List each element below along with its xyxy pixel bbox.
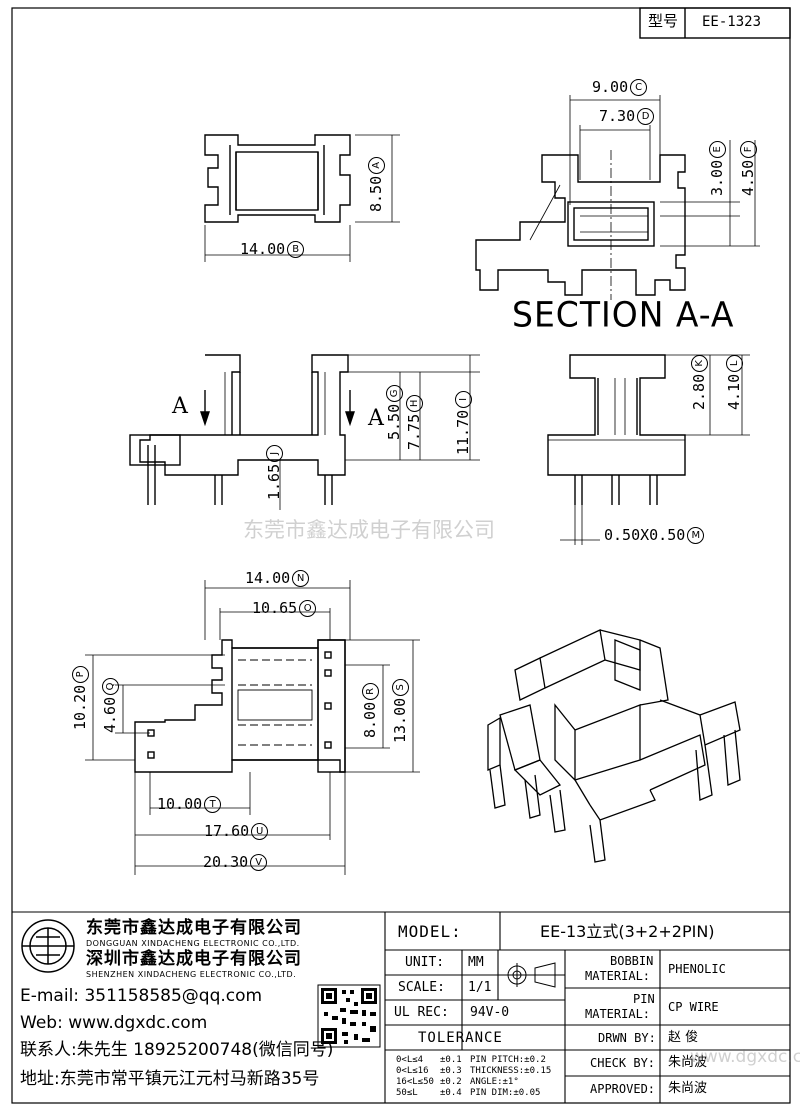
dim-e: 3.00E (708, 140, 726, 196)
dim-k: 2.80K (690, 354, 708, 410)
dim-p: 10.20P (71, 665, 89, 730)
tb-ul-label: UL REC: (394, 1005, 449, 1020)
dim-l: 4.10L (725, 354, 743, 410)
tb-ul-value: 94V-0 (470, 1005, 510, 1020)
top-view (204, 134, 400, 262)
tb-tolerance-label: TOLERANCE (418, 1030, 503, 1046)
company-name-dg: 东莞市鑫达成电子有限公司 (86, 918, 302, 938)
tb-approved-value: 朱尚波 (668, 1081, 708, 1096)
dim-f: 4.50F (739, 140, 757, 196)
dim-a: 8.50A (367, 156, 385, 212)
tb-unit-value: MM (468, 955, 484, 970)
tb-bobbin-label-2: MATERIAL: (585, 969, 651, 983)
address-row: 地址:东莞市常平镇元江元村马新路35号 (20, 1069, 320, 1089)
company-name-dg-en: DONGGUAN XINDACHENG ELECTRONIC CO.,LTD. (86, 939, 300, 948)
tb-unit-label: UNIT: (405, 955, 445, 970)
section-marker-right: A (368, 406, 384, 431)
dim-i: 11.70I (454, 390, 472, 455)
company-name-sz: 深圳市鑫达成电子有限公司 (86, 949, 302, 969)
email-row: E-mail: 351158585@qq.com (20, 986, 263, 1006)
section-title: SECTION A-A (512, 294, 735, 335)
tb-bobbin-value: PHENOLIC (668, 962, 726, 976)
side-view (547, 354, 750, 545)
dim-h: 7.75H (405, 394, 423, 450)
tb-drwn-value: 赵 俊 (668, 1030, 699, 1045)
tb-watermark-small: www.dgxdc.com (690, 1047, 800, 1067)
tb-bobbin-label-1: BOBBIN (610, 954, 654, 968)
dim-r: 8.00R (361, 682, 379, 738)
qr-code-icon (317, 984, 381, 1048)
dim-j: 1.65J (265, 444, 283, 500)
web-link[interactable]: www.dgxdc.com (68, 1013, 208, 1033)
tb-approved-label: APPROVED: (590, 1082, 656, 1096)
projection-symbol-icon (505, 962, 556, 988)
section-view (475, 95, 760, 300)
tb-pin-value: CP WIRE (668, 1000, 719, 1014)
title-block-grid (12, 911, 790, 1103)
header-box (639, 7, 791, 39)
company-name-sz-en: SHENZHEN XINDACHENG ELECTRONIC CO.,LTD. (86, 970, 297, 979)
isometric-view (487, 629, 741, 863)
dim-g: 5.50G (385, 384, 403, 440)
tb-pin-label-2: MATERIAL: (585, 1007, 651, 1021)
tb-model-value: EE-13立式(3+2+2PIN) (540, 922, 715, 941)
section-marker-left: A (172, 394, 188, 419)
bottom-view (85, 580, 420, 875)
email-link[interactable]: 351158585@qq.com (84, 986, 263, 1006)
contact-row: 联系人:朱先生 18925200748(微信同号) (20, 1040, 334, 1060)
company-logo-icon (21, 919, 75, 973)
header-model-label: 型号 (648, 12, 679, 30)
tb-model-label: MODEL: (398, 922, 462, 941)
watermark: 东莞市鑫达成电子有限公司 (243, 518, 495, 542)
dim-s: 13.00S (391, 678, 409, 743)
tb-pin-label-1: PIN (633, 992, 655, 1006)
web-row: Web: www.dgxdc.com (20, 1013, 208, 1033)
tb-check-value: 朱尚波 (668, 1055, 708, 1070)
tb-scale-value: 1/1 (468, 980, 492, 995)
dim-q: 4.60Q (101, 677, 119, 733)
tb-drwn-label: DRWN BY: (598, 1031, 656, 1045)
header-model-value: EE-1323 (702, 14, 762, 30)
tb-scale-label: SCALE: (398, 980, 445, 995)
front-view (129, 354, 480, 510)
tb-check-label: CHECK BY: (590, 1056, 656, 1070)
sheet-border (11, 7, 791, 1104)
